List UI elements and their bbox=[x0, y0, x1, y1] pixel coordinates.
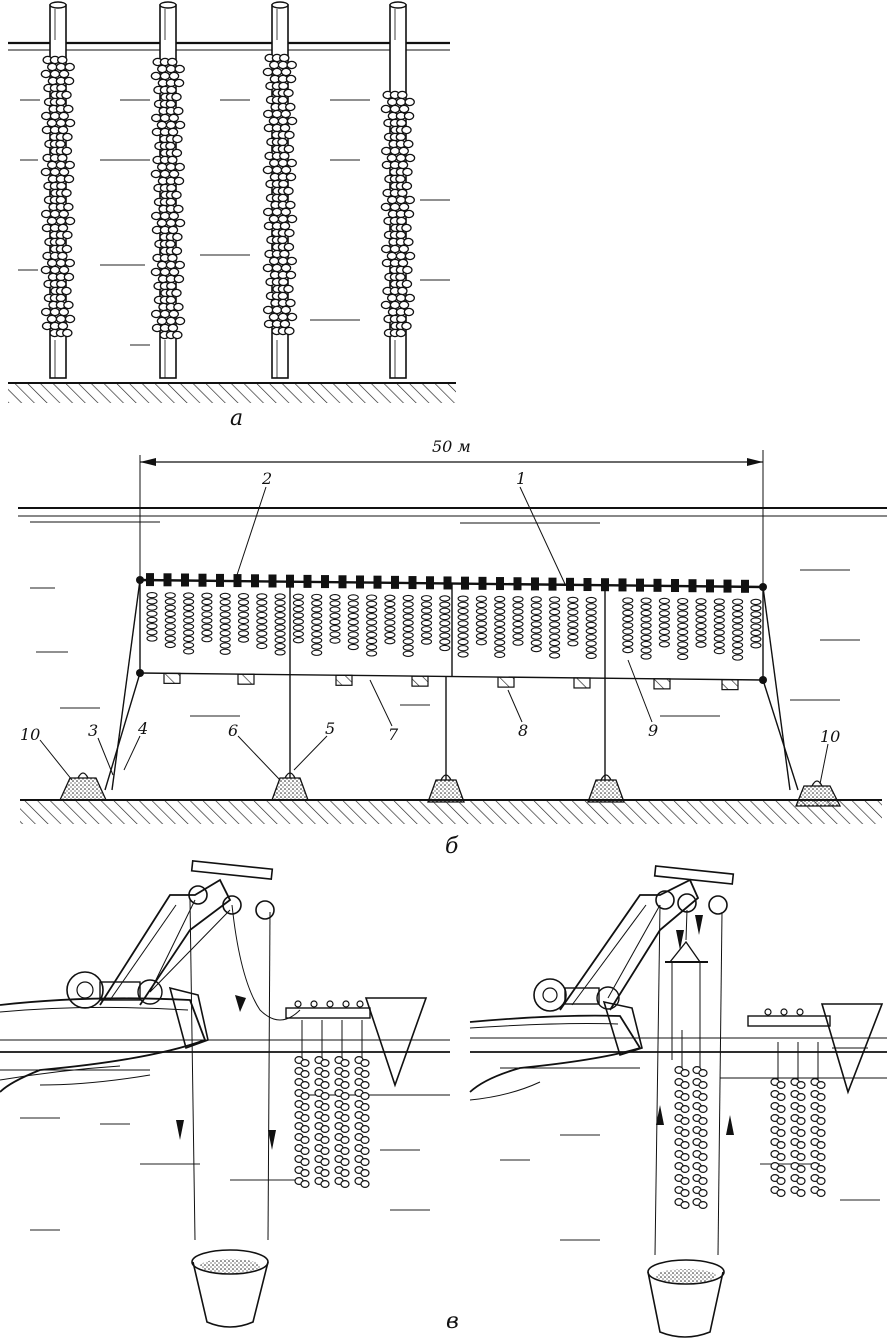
seabed-a bbox=[8, 382, 456, 403]
water-c bbox=[0, 1037, 887, 1096]
callout-9: 9 bbox=[648, 721, 658, 740]
sinker-blocks bbox=[163, 672, 739, 691]
water-lines-c bbox=[20, 1117, 880, 1241]
pile-1 bbox=[40, 1, 76, 379]
pile-4 bbox=[380, 1, 416, 379]
arrow-down-icon bbox=[176, 1120, 184, 1140]
oyster-strings-left bbox=[294, 1020, 370, 1188]
callout-10-left: 10 bbox=[20, 725, 40, 744]
arrow-up-icon bbox=[656, 1105, 664, 1125]
arrow-down-icon bbox=[695, 915, 703, 935]
arrow-down-icon bbox=[268, 1130, 276, 1150]
frame-uprights bbox=[139, 580, 764, 680]
callout-8: 8 bbox=[518, 721, 528, 740]
panel-c: в bbox=[0, 859, 887, 1338]
pulley-icon bbox=[222, 895, 242, 915]
pile-2 bbox=[150, 1, 186, 379]
panel-b: 50 м bbox=[18, 437, 887, 859]
water-surface-a bbox=[8, 41, 450, 51]
basket-left bbox=[191, 1249, 269, 1328]
water-lines-a bbox=[18, 99, 450, 346]
panel-a-label: а bbox=[230, 406, 243, 431]
seabed-b bbox=[20, 799, 882, 824]
arrow-right-icon bbox=[747, 458, 763, 466]
pulley-icon bbox=[655, 890, 675, 910]
arrow-left-icon bbox=[140, 458, 156, 466]
anchor-left bbox=[58, 772, 108, 801]
callout-2: 2 bbox=[261, 469, 272, 488]
callout-3: 3 bbox=[88, 721, 98, 740]
callout-5: 5 bbox=[325, 719, 335, 738]
arrow-down-icon bbox=[235, 995, 246, 1012]
callout-10-right: 10 bbox=[820, 727, 840, 746]
water-surface-b bbox=[18, 507, 887, 524]
winch-right bbox=[533, 978, 620, 1012]
arrow-up-icon bbox=[726, 1115, 734, 1135]
boat-left bbox=[0, 859, 428, 1328]
floats bbox=[146, 573, 749, 593]
callout-6: 6 bbox=[228, 721, 238, 740]
basket-right bbox=[647, 1259, 725, 1338]
piles-a bbox=[40, 1, 416, 379]
dimension-label: 50 м bbox=[432, 437, 471, 456]
arrow-down-icon bbox=[676, 930, 684, 950]
pulley-icon bbox=[188, 885, 208, 905]
hanger-rack-left bbox=[285, 997, 428, 1088]
panel-a: а bbox=[8, 1, 456, 431]
pulley-icon bbox=[255, 900, 275, 920]
oyster-strings-right bbox=[674, 1030, 826, 1209]
pile-3 bbox=[262, 1, 298, 379]
callouts: 2 1 10 3 4 6 5 7 8 9 10 bbox=[20, 469, 840, 785]
anchor-mid-3 bbox=[587, 774, 625, 803]
hanger-rack-right bbox=[747, 1003, 884, 1095]
water-lines-b bbox=[30, 569, 860, 717]
boat-right bbox=[469, 865, 884, 1338]
panel-c-label: в bbox=[446, 1309, 459, 1334]
panel-b-label: б bbox=[445, 834, 459, 859]
callout-4: 4 bbox=[137, 719, 148, 738]
winch-left bbox=[66, 971, 163, 1009]
callout-7: 7 bbox=[388, 725, 399, 744]
dimension-line: 50 м bbox=[139, 437, 764, 600]
callout-1: 1 bbox=[516, 469, 526, 488]
oyster-garlands bbox=[146, 591, 762, 661]
pulley-icon bbox=[708, 895, 728, 915]
